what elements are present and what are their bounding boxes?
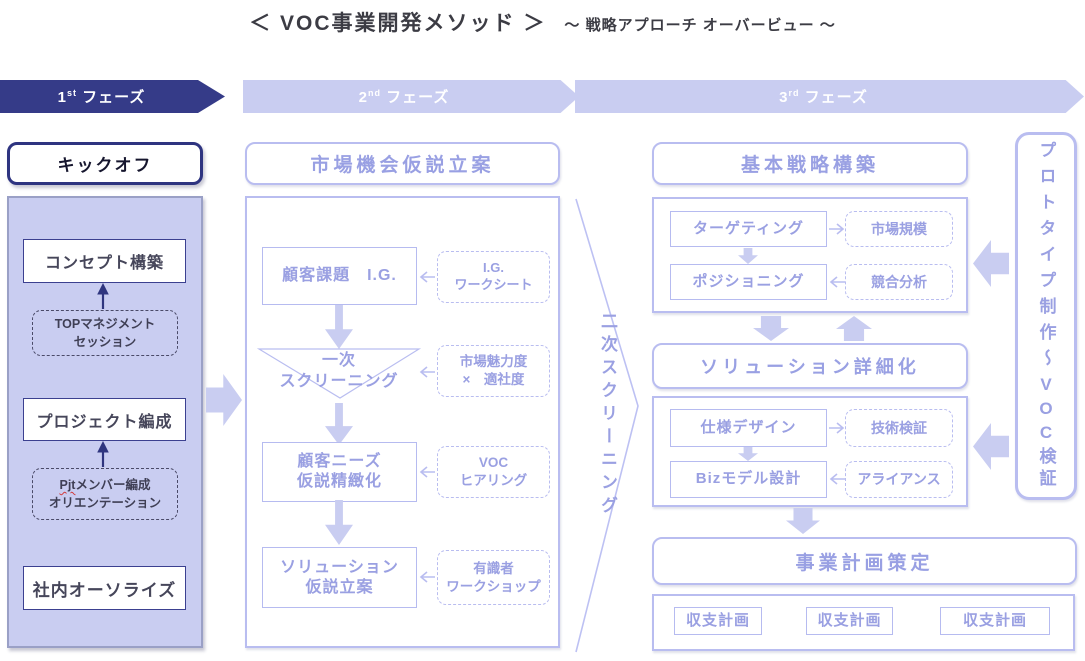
up-arrow-icon [836,316,872,341]
phase-2-banner: 2nd フェーズ [243,80,579,113]
voc-hearing-line2: ヒアリング [459,473,528,488]
business-plan-header: 事業計画策定 [652,537,1077,585]
secondary-screening-label: 二次スクリーニング [598,312,617,519]
positioning-box: ポジショニング [670,264,827,300]
phase-1-banner: 1st フェーズ [0,80,225,113]
ig-worksheet-line1: I.G. [483,260,504,276]
market-attractiveness-line2: × 適社度 [462,372,525,387]
arrow-left-icon [419,571,435,583]
voc-hearing-line1: VOC [478,455,509,471]
ig-worksheet-box: I.G. ワークシート [437,251,550,303]
budget-plan-box-1: 収支計画 [674,607,762,635]
arrow-left-icon [829,473,845,485]
prototype-label-part1: プロトタイプ制作 [1036,141,1056,349]
customer-needs-line1: 顧客ニーズ [297,453,382,470]
customer-needs-line2: 仮説精緻化 [296,473,382,490]
customer-needs-box: 顧客ニーズ 仮説精緻化 [262,442,417,502]
pjt-orientation-line1: Pjtメンバー編成 [33,476,177,494]
solution-hypothesis-box: ソリューション 仮説立案 [262,547,417,608]
arrow-left-icon [419,466,435,478]
prototype-label-tilde: ～ [1036,349,1056,375]
spec-design-box: 仕様デザイン [670,409,827,447]
phase-1-num: 1 [57,89,67,106]
market-attractiveness-box: 市場魅力度 × 適社度 [437,345,550,397]
arrow-up-icon [97,441,109,467]
solution-hypothesis-line2: 仮説立案 [305,578,374,596]
voc-hearing-box: VOC ヒアリング [437,446,550,498]
tech-verification-box: 技術検証 [845,409,953,447]
phase-2-ordinal: nd [367,88,381,98]
arrow-right-icon [829,422,845,434]
solution-detail-header: ソリューション詳細化 [652,343,968,389]
phase-3-ordinal: rd [788,88,800,98]
phase-3-banner: 3rd フェーズ [575,80,1084,113]
phase-1-banner-label: 1st フェーズ [58,86,146,107]
expert-workshop-line2: ワークショップ [446,578,541,594]
kickoff-box: キックオフ [7,142,203,185]
prototype-voc-label: プロトタイプ制作～VOC検証 [1034,141,1059,491]
concept-building-box: コンセプト構築 [23,239,186,283]
prototype-label-part2: VOC検証 [1036,375,1056,491]
phase-3-text: フェーズ [804,89,868,106]
top-management-session-line2: セッション [73,335,137,349]
phase-2-text: フェーズ [386,89,450,106]
page-title-sub: ～ 戦略アプローチ オーバービュー ～ [564,17,836,34]
page-title: ＜ VOC事業開発メソッド ＞ ～ 戦略アプローチ オーバービュー ～ [0,7,1085,37]
budget-plan-box-2: 収支計画 [806,607,893,635]
arrow-up-icon [97,283,109,309]
phase-3-banner-label: 3rd フェーズ [779,86,868,107]
phase-2-banner-label: 2nd フェーズ [359,86,450,107]
pjt-orientation-line2: オリエンテーション [48,496,162,510]
phase-3-num: 3 [779,89,789,106]
phase-1-ordinal: st [66,88,77,98]
page-title-main: ＜ VOC事業開発メソッド ＞ [249,12,547,35]
targeting-box: ターゲティング [670,211,827,247]
project-formation-box: プロジェクト編成 [23,398,186,441]
budget-plan-box-3: 収支計画 [940,607,1050,635]
phase-1-text: フェーズ [82,89,146,106]
arrow-left-icon [419,271,435,283]
ig-worksheet-line2: ワークシート [454,277,533,292]
basic-strategy-header: 基本戦略構築 [652,142,968,185]
arrow-left-icon [829,276,845,288]
primary-screening-label: 一次 スクリーニング [256,351,422,393]
phase1-to-phase2-arrow-icon [206,374,242,426]
secondary-screening-chevron [575,198,639,653]
expert-workshop-line1: 有識者 [473,560,514,576]
primary-screening-line1: 一次 [321,352,356,369]
down-arrow-icon [753,316,789,341]
primary-screening-line2: スクリーニング [279,372,399,390]
market-opportunity-header: 市場機会仮説立案 [245,142,560,185]
biz-model-box: Bizモデル設計 [670,461,827,498]
expert-workshop-box: 有識者 ワークショップ [437,550,550,605]
pjt-member-text: メンバー編成 [75,477,151,492]
solution-hypothesis-line1: ソリューション [280,558,399,576]
prototype-feedback-arrow-icon [973,240,1009,287]
market-size-box: 市場規模 [845,211,953,247]
phase-2-num: 2 [358,89,368,106]
top-management-session-line1: TOPマネジメント [54,316,156,331]
primary-screening-funnel [256,348,422,399]
prototype-voc-box: プロトタイプ制作～VOC検証 [1015,132,1077,500]
arrow-left-icon [419,366,435,378]
pjt-orientation-box: Pjtメンバー編成 オリエンテーション [32,468,178,520]
down-arrow-icon [786,508,820,534]
top-management-session-box: TOPマネジメント セッション [32,310,178,356]
competitive-analysis-box: 競合分析 [845,264,953,300]
internal-authorize-box: 社内オーソライズ [23,566,186,610]
prototype-feedback-arrow-icon [973,423,1009,470]
arrow-right-icon [829,223,845,235]
pjt-abbrev: Pjt [59,477,76,492]
customer-issue-ig-box: 顧客課題 I.G. [262,247,417,305]
market-attractiveness-line1: 市場魅力度 [459,354,528,370]
alliance-box: アライアンス [845,461,953,498]
